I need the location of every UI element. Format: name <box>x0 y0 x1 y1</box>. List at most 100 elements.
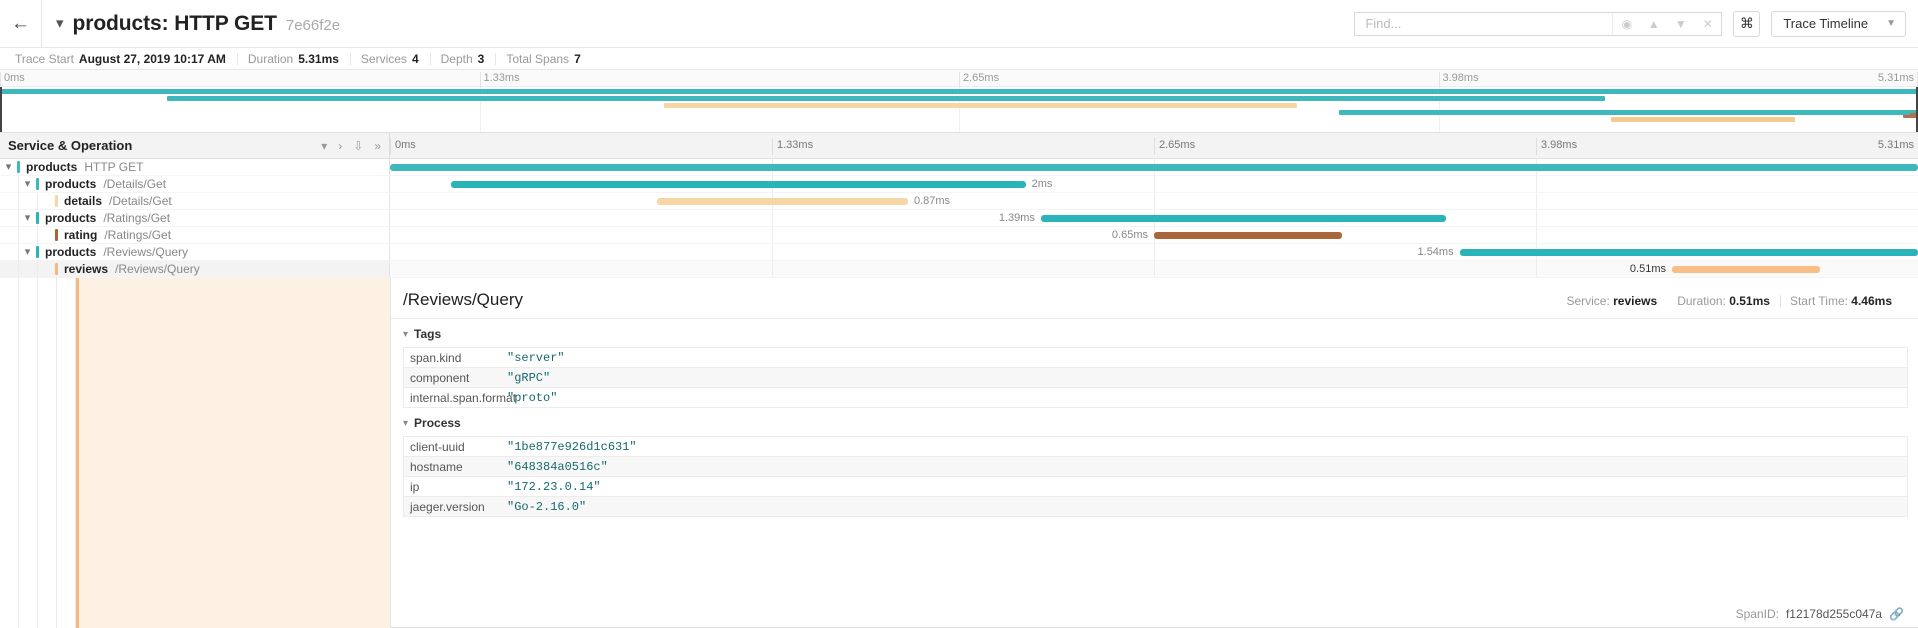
tags-section-label: Tags <box>414 327 442 341</box>
span-row-bar-cell[interactable]: 1.54ms <box>390 244 1918 260</box>
meta-value: 3 <box>477 51 485 66</box>
span-duration-label: 0.51ms <box>1629 263 1666 275</box>
span-row-label-cell[interactable]: details/Details/Get <box>0 192 390 210</box>
span-duration-bar[interactable] <box>657 198 908 205</box>
span-row-label-cell[interactable]: ▾products/Ratings/Get <box>0 209 390 227</box>
meta-value: August 27, 2019 10:17 AM <box>78 51 226 66</box>
detail-service: Service: reviews <box>1556 294 1667 308</box>
target-icon[interactable]: ◉ <box>1621 16 1633 31</box>
span-row-label-cell[interactable]: reviews/Reviews/Query <box>0 260 390 278</box>
indent-guide <box>0 260 19 278</box>
minimap-drag-handle[interactable] <box>1916 87 1918 132</box>
meta-value: 5.31ms <box>298 51 339 66</box>
row-gridline <box>772 261 773 277</box>
span-row-label-cell[interactable]: ▾products/Reviews/Query <box>0 243 390 261</box>
span-duration-bar[interactable] <box>451 181 1026 188</box>
span-duration-bar[interactable] <box>1671 266 1821 273</box>
chevron-down-icon[interactable]: ▾ <box>321 138 328 153</box>
minimap-span-bar <box>663 103 1297 108</box>
span-duration-bar[interactable] <box>1459 249 1918 256</box>
row-gridline <box>1536 210 1537 226</box>
span-row[interactable]: reviews/Reviews/Query 0.51ms <box>0 260 1918 278</box>
minimap-tick: 0ms <box>0 72 25 87</box>
span-duration-bar[interactable] <box>1154 232 1342 239</box>
minimap-bars[interactable] <box>0 87 1918 132</box>
span-row-bar-cell[interactable] <box>390 159 1918 175</box>
key-value-value: "server" <box>507 350 565 365</box>
tags-table: span.kind"server"component"gRPC"internal… <box>403 347 1908 408</box>
row-gridline <box>1154 261 1155 277</box>
span-service-name: products <box>45 245 97 259</box>
back-arrow-icon[interactable]: ← <box>0 0 42 47</box>
close-icon[interactable]: ✕ <box>1702 16 1713 31</box>
caret-placeholder <box>38 261 55 278</box>
double-chevron-down-icon[interactable]: ⇩ <box>353 138 364 153</box>
span-duration-bar[interactable] <box>390 164 1918 171</box>
chevron-down-icon[interactable]: ▾ <box>56 15 64 32</box>
search-nav-group: ◉ ▲ ▼ ✕ <box>1612 11 1723 36</box>
row-gridline <box>772 210 773 226</box>
span-row-bar-cell[interactable]: 0.51ms <box>390 261 1918 277</box>
span-row-label-cell[interactable]: rating/Ratings/Get <box>0 226 390 244</box>
minimap-tick: 5.31ms <box>1878 72 1918 87</box>
search-input-wrapper[interactable] <box>1354 11 1613 36</box>
indent-guide <box>38 278 57 628</box>
detail-operation-title: /Reviews/Query <box>403 290 523 309</box>
key-value-key: internal.span.format <box>410 390 517 405</box>
chevron-up-icon[interactable]: ▲ <box>1647 16 1660 31</box>
span-row-bar-cell[interactable]: 2ms <box>390 176 1918 192</box>
chevron-down-icon: ▾ <box>403 417 409 429</box>
view-mode-select[interactable]: Trace Timeline ▼ <box>1771 10 1906 37</box>
chevron-down-icon[interactable]: ▾ <box>5 160 12 173</box>
span-detail-panel: /Reviews/Query Service: reviews Duration… <box>390 278 1918 628</box>
selected-span-accent <box>76 278 79 628</box>
key-value-value: "172.23.0.14" <box>507 479 601 494</box>
span-duration-bar[interactable] <box>1040 215 1446 222</box>
indent-guides <box>0 192 38 210</box>
span-service-name: products <box>45 211 97 225</box>
chevron-down-icon: ▼ <box>1886 18 1896 29</box>
span-row[interactable]: rating/Ratings/Get 0.65ms <box>0 226 1918 244</box>
span-id-footer: SpanID: f12178d255c047a 🔗 <box>391 607 1918 627</box>
span-service-name: details <box>64 194 103 208</box>
meta-value: 4 <box>411 51 419 66</box>
keyboard-shortcuts-button[interactable]: ⌘ <box>1733 10 1761 37</box>
detail-start-value: 4.46ms <box>1851 294 1892 308</box>
timeline-tick-label: 0ms <box>390 137 416 155</box>
span-duration-label: 0.65ms <box>1111 229 1148 241</box>
chevron-down-icon[interactable]: ▾ <box>24 211 31 224</box>
trace-meta-row: Trace Start August 27, 2019 10:17 AM Dur… <box>0 48 1918 70</box>
indent-guide <box>57 278 76 628</box>
chevron-down-icon[interactable]: ▾ <box>24 177 31 190</box>
span-operation-name: /Details/Get <box>103 177 167 191</box>
span-row-bar-cell[interactable]: 1.39ms <box>390 210 1918 226</box>
minimap-drag-handle[interactable] <box>0 87 2 132</box>
detail-service-value: reviews <box>1613 294 1658 308</box>
span-row-bar-cell[interactable]: 0.87ms <box>390 193 1918 209</box>
indent-guide <box>19 260 38 278</box>
chevron-down-icon[interactable]: ▼ <box>1674 16 1687 31</box>
minimap-span-bar <box>0 89 1918 94</box>
double-chevron-right-icon[interactable]: » <box>374 138 381 153</box>
link-icon[interactable]: 🔗 <box>1889 607 1904 621</box>
chevron-right-icon[interactable]: › <box>338 138 343 153</box>
search-input[interactable] <box>1363 12 1605 35</box>
span-row-bar-cell[interactable]: 0.65ms <box>390 227 1918 243</box>
key-value-row: span.kind "server" <box>404 348 1907 368</box>
key-value-key: span.kind <box>410 350 462 365</box>
span-row-label-cell[interactable]: ▾products/Details/Get <box>0 175 390 193</box>
meta-services: Services 4 <box>349 51 430 66</box>
tags-section-header[interactable]: ▾ Tags <box>391 319 1918 347</box>
row-gridline <box>1536 227 1537 243</box>
chevron-down-icon[interactable]: ▾ <box>24 245 31 258</box>
process-section-header[interactable]: ▾ Process <box>391 408 1918 436</box>
indent-guide <box>0 226 19 244</box>
